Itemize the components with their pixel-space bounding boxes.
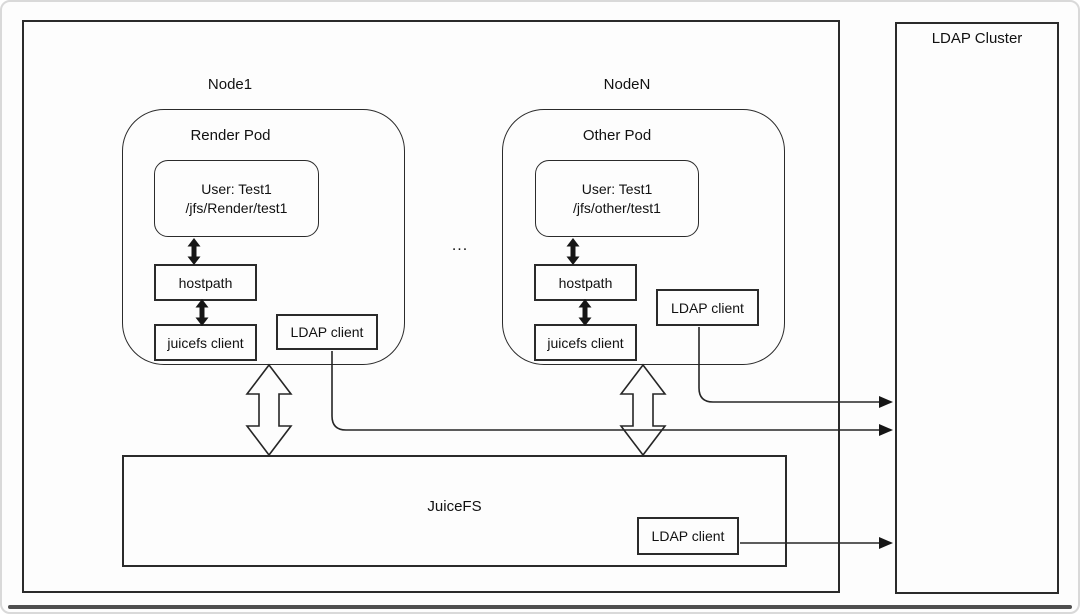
ldap-cluster-box: [895, 22, 1059, 594]
user-path: /jfs/other/test1: [573, 199, 661, 216]
cluster-boundary-box: [22, 20, 840, 593]
user-line1: User: Test1: [201, 180, 272, 197]
juicefs-client-box-left: juicefs client: [154, 324, 257, 361]
user-path: /jfs/Render/test1: [185, 199, 288, 216]
user-box-render: User: Test1 /jfs/Render/test1: [154, 160, 319, 237]
other-pod-title: Other Pod: [582, 127, 652, 144]
window-bottom-bar: [8, 605, 1072, 609]
ldap-client-box-right-pod: LDAP client: [656, 289, 759, 326]
nodes-ellipsis: ...: [451, 237, 469, 254]
node1-label: Node1: [207, 76, 253, 93]
ldap-cluster-title: LDAP Cluster: [931, 30, 1023, 47]
nodeN-label: NodeN: [603, 76, 651, 93]
hostpath-box-right: hostpath: [534, 264, 637, 301]
user-line1: User: Test1: [581, 180, 653, 197]
ldap-client-box-juicefs: LDAP client: [637, 517, 739, 555]
arrowhead-icon: [879, 396, 893, 549]
user-box-other: User: Test1 /jfs/other/test1: [535, 160, 699, 237]
hostpath-box-left: hostpath: [154, 264, 257, 301]
juicefs-client-box-right: juicefs client: [534, 324, 637, 361]
render-pod-title: Render Pod: [190, 127, 271, 144]
juicefs-box: [122, 455, 787, 567]
juicefs-label: JuiceFS: [427, 498, 482, 515]
ldap-client-box-left-pod: LDAP client: [276, 314, 378, 350]
